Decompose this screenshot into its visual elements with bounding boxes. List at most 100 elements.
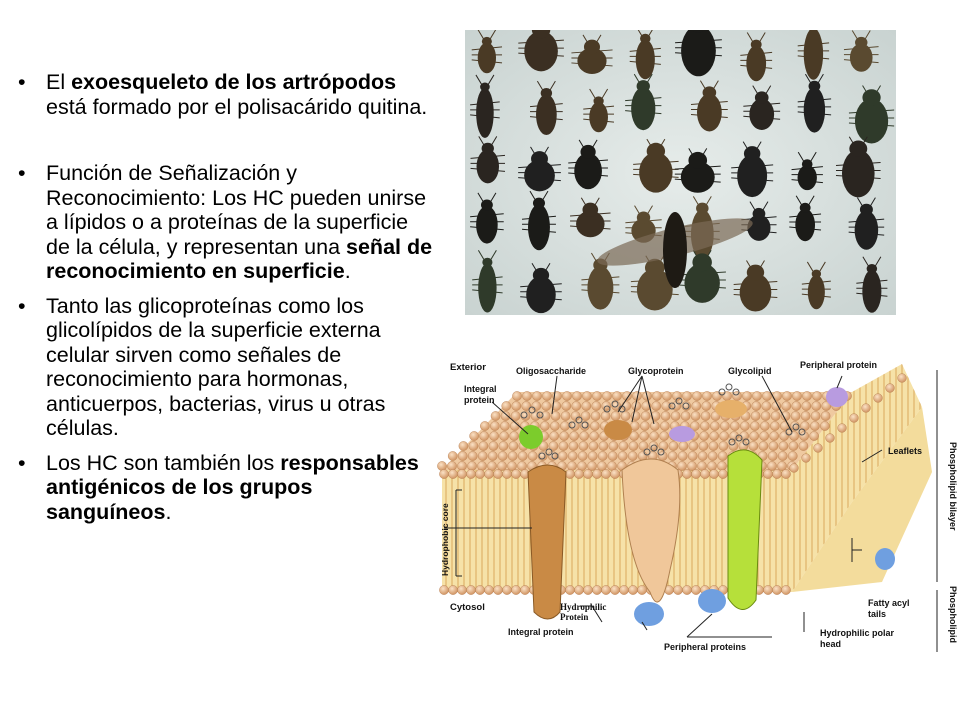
phospholipid-head	[448, 585, 458, 595]
phospholipid-head	[567, 451, 578, 461]
insect-icon	[471, 30, 503, 74]
insect-icon	[518, 146, 561, 192]
label-phospholipid: Phospholipid	[948, 586, 958, 643]
phospholipid-head	[748, 441, 759, 451]
phospholipid-head	[484, 585, 494, 595]
phospholipid-head	[740, 421, 750, 431]
phospholipid-head	[507, 451, 518, 461]
phospholipid-head	[540, 421, 550, 431]
phospholipid-head	[651, 401, 662, 411]
label-fatty-acyl-2: tails	[868, 609, 886, 619]
phospholipid-head	[728, 441, 739, 451]
phospholipid-head	[767, 451, 778, 461]
phospholipid-head	[590, 421, 600, 431]
insect-icon	[741, 201, 777, 241]
phospholipid-head	[590, 411, 601, 421]
bullet-marker: •	[18, 70, 26, 94]
phospholipid-head	[697, 451, 708, 461]
phospholipid-head	[759, 431, 769, 441]
phospholipid-head	[549, 431, 559, 441]
phospholipid-head	[583, 585, 593, 595]
phospholipid-head	[497, 451, 508, 461]
phospholipid-head	[712, 391, 722, 401]
phospholipid-head	[502, 469, 512, 479]
phospholipid-head	[787, 451, 798, 461]
cell-membrane-diagram: Exterior Oligosaccharide Glycoprotein Gl…	[437, 360, 958, 652]
bullet-bold-text: responsables antigénicos de los grupos s…	[46, 450, 419, 524]
phospholipid-head	[579, 431, 589, 441]
phospholipid-head	[717, 451, 728, 461]
phospholipid-head	[447, 451, 458, 461]
insect-icon	[789, 195, 822, 242]
phospholipid-head	[592, 469, 602, 479]
phospholipid-head	[571, 401, 582, 411]
phospholipid-head	[622, 391, 632, 401]
phospholipid-head	[540, 411, 551, 421]
phospholipid-head	[659, 431, 669, 441]
insect-icon	[797, 30, 830, 80]
phospholipid-head	[511, 401, 522, 411]
label-integral-bottom: Integral protein	[508, 627, 574, 637]
phospholipid-head	[717, 461, 727, 471]
phospholipid-head	[577, 451, 588, 461]
peripheral-protein-blue	[698, 589, 726, 613]
insect-icon	[848, 197, 885, 250]
phospholipid-head	[682, 469, 692, 479]
phospholipid-head	[522, 391, 532, 401]
insect-icon	[629, 30, 661, 80]
bullet-bold-text: señal de reconocimiento en superficie	[46, 234, 433, 284]
phospholipid-head	[551, 401, 562, 411]
phospholipid-head	[810, 411, 821, 421]
glycolipid-purple	[669, 426, 695, 442]
phospholipid-head	[511, 469, 521, 479]
phospholipid-head	[690, 421, 700, 431]
label-glycolipid: Glycolipid	[728, 366, 772, 376]
bullet-item: • Los HC son también los responsables an…	[14, 451, 434, 525]
insect-icon	[571, 34, 613, 75]
phospholipid-head	[484, 469, 494, 479]
phospholipid-head	[810, 421, 820, 431]
phospholipid-head	[487, 451, 498, 461]
phospholipid-head	[493, 585, 503, 595]
phospholipid-head	[592, 585, 602, 595]
phospholipid-head	[457, 469, 467, 479]
phospholipid-head	[722, 391, 732, 401]
phospholipid-head	[477, 461, 487, 471]
insect-icon	[570, 197, 611, 238]
phospholipid-head	[567, 461, 577, 471]
label-leaflets: Leaflets	[888, 446, 922, 456]
bullet-text: .	[344, 259, 351, 283]
phospholipid-head	[660, 411, 671, 421]
phospholipid-head	[702, 391, 712, 401]
winged-insect-icon	[597, 212, 753, 288]
phospholipid-head	[598, 441, 609, 451]
phospholipid-head	[562, 391, 572, 401]
phospholipid-head	[531, 401, 542, 411]
label-oligosaccharide: Oligosaccharide	[516, 366, 586, 376]
phospholipid-head	[742, 391, 752, 401]
phospholipid-head	[760, 421, 770, 431]
phospholipid-head	[791, 401, 802, 411]
phospholipid-head	[687, 451, 698, 461]
phospholipid-head	[469, 431, 479, 441]
phospholipid-head	[709, 431, 719, 441]
phospholipid-head	[457, 585, 467, 595]
phospholipid-head	[500, 421, 510, 431]
phospholipid-head	[583, 469, 593, 479]
phospholipid-head	[448, 469, 458, 479]
phospholipid-head	[560, 421, 570, 431]
bullet-item: • Tanto las glicoproteínas como los glic…	[14, 294, 434, 441]
phospholipid-head	[682, 391, 692, 401]
phospholipid-head	[601, 585, 611, 595]
phospholipid-head	[691, 469, 701, 479]
bullet-text: .	[165, 499, 172, 524]
phospholipid-head	[897, 373, 907, 383]
phospholipid-head	[530, 411, 541, 421]
label-exterior: Exterior	[450, 362, 486, 373]
insect-icon	[568, 139, 608, 190]
phospholipid-head	[825, 433, 835, 443]
phospholipid-head	[521, 401, 532, 411]
phospholipid-head	[466, 585, 476, 595]
phospholipid-head	[439, 469, 449, 479]
phospholipid-head	[761, 401, 772, 411]
